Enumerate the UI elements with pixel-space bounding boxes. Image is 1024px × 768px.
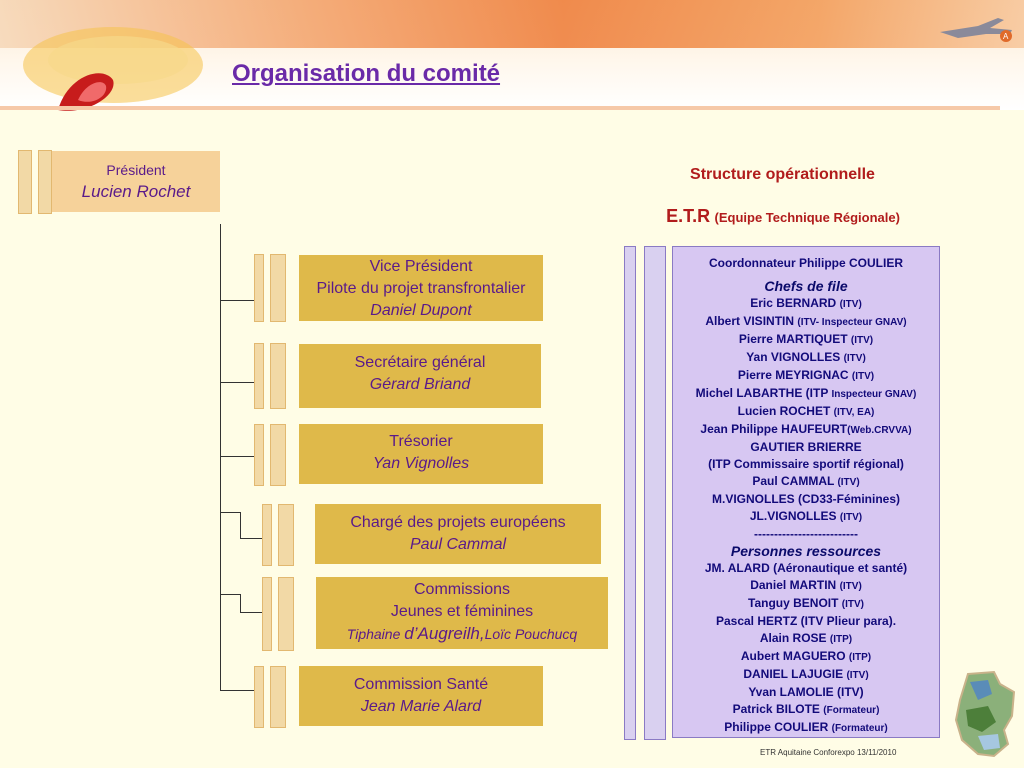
- commissions-names: Tiphaine d’Augreilh,Loïc Pouchucq: [346, 624, 578, 643]
- etr-member: Pierre MARTIQUET (ITV): [738, 332, 874, 346]
- health-bars: [254, 666, 286, 728]
- etr-member: Aubert MAGUERO (ITP): [740, 649, 872, 663]
- etr-member: (ITP Commissaire sportif régional): [708, 457, 904, 471]
- europe-bars: [262, 504, 294, 566]
- page-title: Organisation du comité: [232, 60, 501, 87]
- vp-project: Pilote du projet transfrontalier: [316, 280, 526, 297]
- connector-line: [220, 382, 254, 383]
- commissions-sub: Jeunes et féminines: [390, 603, 534, 620]
- chefs-list: Eric BERNARD (ITV) Albert VISINTIN (ITV- …: [673, 295, 939, 543]
- etr-member: Daniel MARTIN (ITV): [750, 578, 862, 592]
- connector-line: [220, 690, 254, 691]
- structure-title: Structure opérationnelle: [690, 166, 875, 183]
- connector-line: [220, 300, 254, 301]
- secretary-box: Secrétaire général Gérard Briand: [299, 344, 541, 408]
- etr-member: JL.VIGNOLLES (ITV): [749, 509, 863, 523]
- etr-member: Eric BERNARD (ITV): [750, 296, 862, 310]
- commissions-role: Commissions: [413, 581, 510, 598]
- secretary-bars: [254, 343, 286, 409]
- health-commission-box: Commission Santé Jean Marie Alard: [299, 666, 543, 726]
- etr-member: Paul CAMMAL (ITV): [752, 474, 860, 488]
- etr-member: Jean Philippe HAUFEURT(Web.CRVVA): [700, 422, 912, 436]
- president-name: Lucien Rochet: [81, 182, 191, 201]
- vp-role: Vice Président: [369, 258, 473, 275]
- health-role: Commission Santé: [353, 676, 489, 693]
- etr-member: GAUTIER BRIERRE: [750, 440, 862, 454]
- etr-member: DANIEL LAJUGIE (ITV): [743, 667, 869, 681]
- etr-coordinator: Coordonnateur Philippe COULIER: [709, 256, 903, 270]
- connector-line: [240, 512, 241, 538]
- europe-role: Chargé des projets européens: [350, 514, 566, 531]
- header-banner: A: [0, 0, 1024, 111]
- plane-logo-icon: A: [940, 18, 1012, 42]
- etr-member: Philippe COULIER (Formateur): [724, 720, 888, 734]
- europe-name: Paul Cammal: [409, 536, 507, 553]
- etr-member: Patrick BILOTE (Formateur): [732, 702, 880, 716]
- etr-member: Albert VISINTIN (ITV- Inspecteur GNAV): [705, 314, 907, 328]
- etr-member: Yvan LAMOLIE (ITV): [748, 685, 864, 699]
- connector-line: [240, 594, 241, 612]
- etr-member: Michel LABARTHE (ITP Inspecteur GNAV): [695, 386, 917, 400]
- connector-line: [240, 538, 262, 539]
- aquitaine-map-image: [954, 670, 1016, 758]
- chefs-title: Chefs de file: [764, 278, 848, 294]
- etr-bars: [624, 246, 666, 740]
- vp-bars: [254, 254, 286, 322]
- connector-line: [240, 612, 262, 613]
- secretary-name: Gérard Briand: [369, 376, 471, 393]
- logo-swirl-icon: [23, 27, 203, 111]
- org-trunk-line: [220, 224, 221, 690]
- vp-name: Daniel Dupont: [370, 302, 472, 319]
- etr-member: M.VIGNOLLES (CD33-Féminines): [711, 492, 901, 506]
- commissions-box: Commissions Jeunes et féminines Tiphaine…: [316, 577, 608, 649]
- health-name: Jean Marie Alard: [360, 698, 482, 715]
- connector-line: [220, 456, 254, 457]
- treasurer-box: Trésorier Yan Vignolles: [299, 424, 543, 484]
- resources-list: JM. ALARD (Aéronautique et santé) Daniel …: [673, 560, 939, 737]
- president-box: Président Lucien Rochet: [52, 151, 220, 212]
- svg-text:A: A: [1003, 32, 1009, 41]
- commissions-bars: [262, 577, 294, 651]
- etr-member: Lucien ROCHET (ITV, EA): [737, 404, 875, 418]
- connector-line: [220, 512, 240, 513]
- etr-member: Pierre MEYRIGNAC (ITV): [737, 368, 875, 382]
- header-divider: [0, 106, 1000, 110]
- etr-member: --------------------------: [754, 527, 858, 541]
- footer-text: ETR Aquitaine Conforexpo 13/11/2010: [760, 748, 897, 757]
- treasurer-role: Trésorier: [389, 433, 453, 450]
- european-projects-box: Chargé des projets européens Paul Cammal: [315, 504, 601, 564]
- president-bars: [18, 150, 52, 214]
- etr-box: Coordonnateur Philippe COULIER Chefs de …: [672, 246, 940, 738]
- etr-member: Pascal HERTZ (ITV Plieur para).: [715, 614, 897, 628]
- etr-member: Yan VIGNOLLES (ITV): [746, 350, 866, 364]
- treasurer-name: Yan Vignolles: [372, 455, 470, 472]
- president-role: Président: [106, 162, 166, 178]
- etr-member: Alain ROSE (ITP): [759, 631, 853, 645]
- connector-line: [220, 594, 240, 595]
- treasurer-bars: [254, 424, 286, 486]
- etr-member: JM. ALARD (Aéronautique et santé): [704, 561, 908, 575]
- etr-member: Tanguy BENOIT (ITV): [748, 596, 864, 610]
- secretary-role: Secrétaire général: [354, 354, 486, 371]
- vice-president-box: Vice Président Pilote du projet transfro…: [299, 255, 543, 321]
- etr-title: E.T.R (Equipe Technique Régionale): [666, 206, 900, 226]
- resources-title: Personnes ressources: [730, 543, 882, 559]
